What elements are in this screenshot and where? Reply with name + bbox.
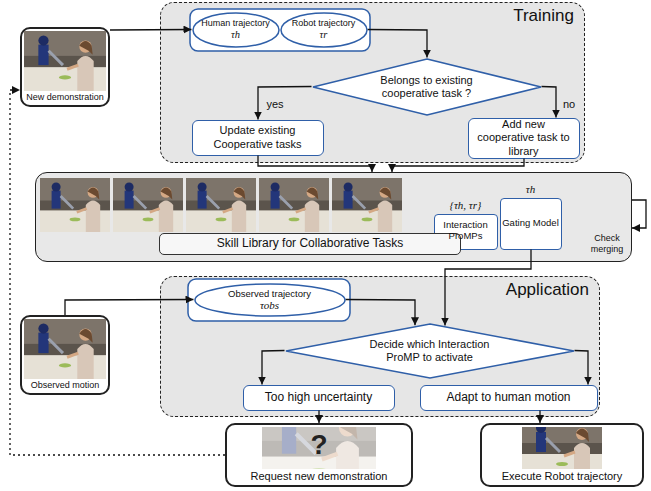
node-text: τh bbox=[231, 29, 240, 41]
edge-label: Check merging bbox=[584, 233, 630, 255]
connector bbox=[542, 87, 557, 118]
node-text: Training bbox=[513, 6, 574, 26]
node-text: Decide which Interaction ProMP to activa… bbox=[355, 338, 505, 364]
trajectory-group bbox=[190, 9, 370, 51]
connector bbox=[392, 159, 524, 173]
oval-outline bbox=[281, 13, 367, 47]
connector bbox=[632, 200, 646, 228]
diamond-outline bbox=[286, 324, 574, 378]
trajectory-oval: Human trajectoryτh bbox=[192, 12, 280, 48]
robot-photo bbox=[522, 418, 602, 478]
training-region: TrainingHuman trajectoryτhRobot trajecto… bbox=[160, 2, 585, 163]
connector bbox=[65, 300, 194, 316]
node-text: Robot trajectory bbox=[292, 18, 356, 29]
node-text: Update existing Cooperative tasks bbox=[197, 124, 319, 150]
oval-outline bbox=[195, 284, 345, 316]
node-text: τr bbox=[320, 29, 328, 41]
diamond-outline bbox=[313, 59, 541, 115]
node-text: Gating Model bbox=[502, 218, 559, 229]
skill-photo bbox=[331, 178, 403, 232]
process-box: Too high uncertainty bbox=[243, 385, 395, 411]
node-text: τobs bbox=[260, 299, 279, 311]
edge-label: yes bbox=[265, 98, 284, 111]
node-text: Belongs to existing cooperative task ? bbox=[367, 74, 487, 100]
node-text: Interaction ProMPs bbox=[435, 220, 497, 242]
faded-photo bbox=[262, 405, 376, 491]
oval-outline bbox=[193, 13, 279, 47]
node-text: τh bbox=[487, 182, 575, 196]
connector bbox=[346, 300, 416, 326]
connector bbox=[262, 351, 285, 385]
trajectory-group bbox=[188, 279, 350, 321]
decision-diamond: Belongs to existing cooperative task ? bbox=[312, 58, 542, 116]
label-holder: ? bbox=[300, 428, 338, 462]
node-text: Observed trajectory bbox=[228, 288, 311, 299]
connector bbox=[539, 411, 540, 424]
label-holder: no bbox=[560, 94, 578, 112]
skill-photo bbox=[185, 178, 257, 232]
application-region: Application Observed trajectoryτobsDecide… bbox=[160, 276, 600, 417]
connector bbox=[368, 30, 428, 58]
connector bbox=[445, 250, 531, 326]
skill-photo bbox=[112, 178, 184, 232]
gating-box: τhGating Model bbox=[500, 198, 562, 250]
trajectory-oval: Robot trajectoryτr bbox=[280, 12, 368, 48]
node-text: Human trajectory bbox=[201, 18, 270, 29]
connector bbox=[258, 87, 312, 120]
trajectory-oval: Observed trajectoryτobs bbox=[194, 283, 346, 317]
node-text: Application bbox=[506, 280, 589, 300]
connector bbox=[575, 351, 589, 385]
demo-photo bbox=[24, 30, 106, 92]
label-holder: yes bbox=[263, 94, 287, 112]
node-text: Skill Library for Collaborative Tasks bbox=[159, 233, 461, 255]
connector bbox=[110, 29, 192, 31]
question-mark: ? bbox=[310, 428, 327, 462]
node-text: New demonstration bbox=[26, 92, 104, 103]
demo-photo bbox=[24, 318, 106, 380]
edge-label: no bbox=[562, 98, 576, 111]
skill-photo bbox=[258, 178, 330, 232]
label-holder: Check merging bbox=[584, 233, 630, 256]
node-text: {τh, τr} bbox=[421, 198, 511, 212]
process-box: Update existing Cooperative tasks bbox=[192, 120, 324, 156]
process-box: Add new cooperative task to library bbox=[468, 118, 580, 159]
connector bbox=[318, 411, 319, 424]
box-body: Gating Model bbox=[501, 199, 561, 248]
skill-photo bbox=[39, 178, 111, 232]
node-text: Execute Robot trajectory bbox=[502, 470, 622, 483]
connector bbox=[10, 90, 225, 455]
node-text: Request new demonstration bbox=[251, 470, 388, 483]
node-text: Too high uncertainty bbox=[265, 390, 372, 404]
decision-diamond: Decide which Interaction ProMP to activa… bbox=[285, 323, 575, 379]
connector bbox=[258, 156, 372, 173]
process-box: Adapt to human motion bbox=[420, 385, 598, 411]
node-text: Add new cooperative task to library bbox=[473, 118, 575, 158]
node-text: Adapt to human motion bbox=[446, 390, 570, 404]
node-text: Observed motion bbox=[31, 380, 100, 391]
